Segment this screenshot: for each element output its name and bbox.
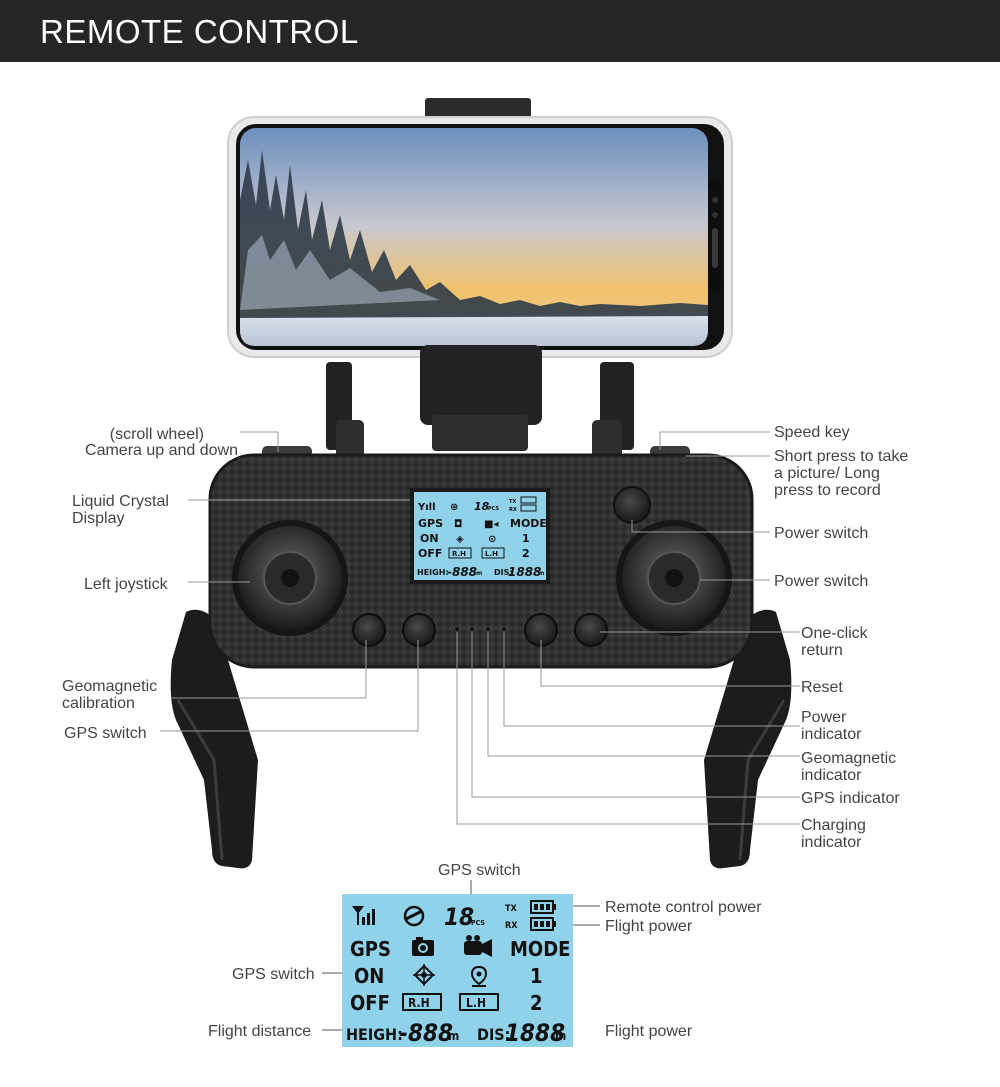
grip-right xyxy=(704,609,792,869)
power-button xyxy=(613,486,651,524)
distance-unit: m xyxy=(555,1029,566,1043)
label-gps-switch: GPS switch xyxy=(64,725,147,742)
controller-lcd: Yıll ⊛ 18 PCS TX RX GPS ◘ ■◂ MODE ON ◈ ⊙… xyxy=(410,488,550,584)
svg-text:ON: ON xyxy=(420,532,439,545)
gps-switch-button xyxy=(402,613,436,647)
camera-icon xyxy=(412,937,434,956)
label-speed-key: Speed key xyxy=(774,424,850,441)
mode-label: MODE xyxy=(510,937,570,961)
satellite-count: 18 xyxy=(444,903,474,931)
lcd-enlarged: 18 PCS TX RX GPS xyxy=(342,894,573,1047)
svg-text:⊛: ⊛ xyxy=(450,502,458,513)
svg-text:HEIGH:: HEIGH: xyxy=(417,568,449,577)
svg-text:2: 2 xyxy=(522,547,530,560)
label-power-switch-1: Power switch xyxy=(774,525,869,542)
leader-lines xyxy=(160,431,800,825)
right-joystick xyxy=(616,520,732,636)
header-bar: REMOTE CONTROL xyxy=(0,0,1000,62)
height-label: HEIGH: xyxy=(346,1025,403,1044)
label-gps-indicator: GPS indicator xyxy=(801,790,900,807)
svg-text:⊙: ⊙ xyxy=(488,534,496,545)
svg-text:RX: RX xyxy=(509,507,517,513)
label-short-press: Short press to take a picture/ Long pres… xyxy=(774,448,909,499)
svg-text:18: 18 xyxy=(474,500,490,513)
svg-text:m: m xyxy=(476,570,482,577)
svg-text:1888: 1888 xyxy=(508,565,541,579)
label-power-indicator: Power indicator xyxy=(801,709,862,743)
height-unit: m xyxy=(448,1029,459,1043)
label-reset: Reset xyxy=(801,679,843,696)
callout-gps-switch-left: GPS switch xyxy=(232,966,315,983)
mode-1-label: 1 xyxy=(530,964,543,988)
callout-flight-power-2: Flight power xyxy=(605,1023,693,1040)
rh-label: R.H xyxy=(408,996,430,1010)
geomagnetic-calibration-button xyxy=(352,613,386,647)
svg-text:DIS:: DIS: xyxy=(494,568,513,577)
indicator-leds xyxy=(454,626,507,632)
svg-text:TX: TX xyxy=(509,499,516,505)
svg-text:■◂: ■◂ xyxy=(484,519,498,530)
left-joystick xyxy=(232,520,348,636)
svg-text:OFF: OFF xyxy=(418,547,442,560)
grip-left xyxy=(170,609,258,869)
gps-off-label: OFF xyxy=(350,991,390,1015)
svg-text:MODE: MODE xyxy=(510,517,547,530)
label-lcd-line2: Display xyxy=(72,510,125,527)
svg-text:-888: -888 xyxy=(447,565,477,579)
label-charging-indicator: Charging indicator xyxy=(801,817,866,851)
svg-text:PCS: PCS xyxy=(488,506,499,512)
callout-flight-power-1: Flight power xyxy=(605,918,693,935)
label-geomagnetic-indicator: Geomagnetic indicator xyxy=(801,750,897,784)
svg-text:R.H: R.H xyxy=(452,550,466,558)
label-one-click-return: One-click return xyxy=(801,625,868,659)
smartphone xyxy=(227,116,733,358)
signal-icon xyxy=(352,906,375,925)
svg-text:1: 1 xyxy=(522,532,530,545)
lcd-enlarged-graphic: 18 PCS TX RX GPS xyxy=(346,900,570,1047)
remote-illustration: Yıll ⊛ 18 PCS TX RX GPS ◘ ■◂ MODE ON ◈ ⊙… xyxy=(160,98,800,1031)
svg-text:Yıll: Yıll xyxy=(417,502,436,513)
distance-label: DIS: xyxy=(477,1025,510,1044)
lh-label: L.H xyxy=(466,996,486,1010)
svg-text:GPS: GPS xyxy=(418,517,443,530)
rh-box xyxy=(402,993,442,1011)
flight-battery-icon xyxy=(530,917,556,931)
callout-gps-switch-top: GPS switch xyxy=(438,862,521,879)
remote-battery-icon xyxy=(530,900,556,914)
svg-text:◘: ◘ xyxy=(454,519,462,530)
label-left-joystick: Left joystick xyxy=(84,576,168,593)
lh-box xyxy=(459,993,499,1011)
compass-icon xyxy=(413,964,435,986)
gps-on-label: ON xyxy=(354,964,384,988)
location-pin-icon xyxy=(470,965,488,987)
label-power-switch-2: Power switch xyxy=(774,573,869,590)
rx-label: RX xyxy=(505,921,518,931)
one-click-return-button xyxy=(574,613,608,647)
drone-icon xyxy=(403,905,425,927)
gps-label: GPS xyxy=(350,937,391,961)
callout-remote-control-power: Remote control power xyxy=(605,899,762,916)
svg-text:◈: ◈ xyxy=(456,534,464,545)
label-lcd-line1: Liquid Crystal xyxy=(72,493,169,510)
video-icon xyxy=(464,935,492,957)
svg-text:m: m xyxy=(538,570,544,577)
pcs-label: PCS xyxy=(471,919,485,927)
phone-holder xyxy=(326,345,634,460)
label-camera-up-down: Camera up and down xyxy=(85,442,238,459)
svg-text:L.H: L.H xyxy=(485,550,498,558)
height-value: -888 xyxy=(399,1019,453,1047)
distance-value: 1888 xyxy=(505,1019,565,1047)
callout-flight-distance: Flight distance xyxy=(208,1023,312,1040)
page-title: REMOTE CONTROL xyxy=(40,13,359,50)
tx-label: TX xyxy=(505,904,518,914)
mode-2-label: 2 xyxy=(530,991,543,1015)
label-geomagnetic-calibration: Geomagnetic calibration xyxy=(62,678,158,712)
label-scroll-wheel: (scroll wheel) xyxy=(109,426,204,443)
